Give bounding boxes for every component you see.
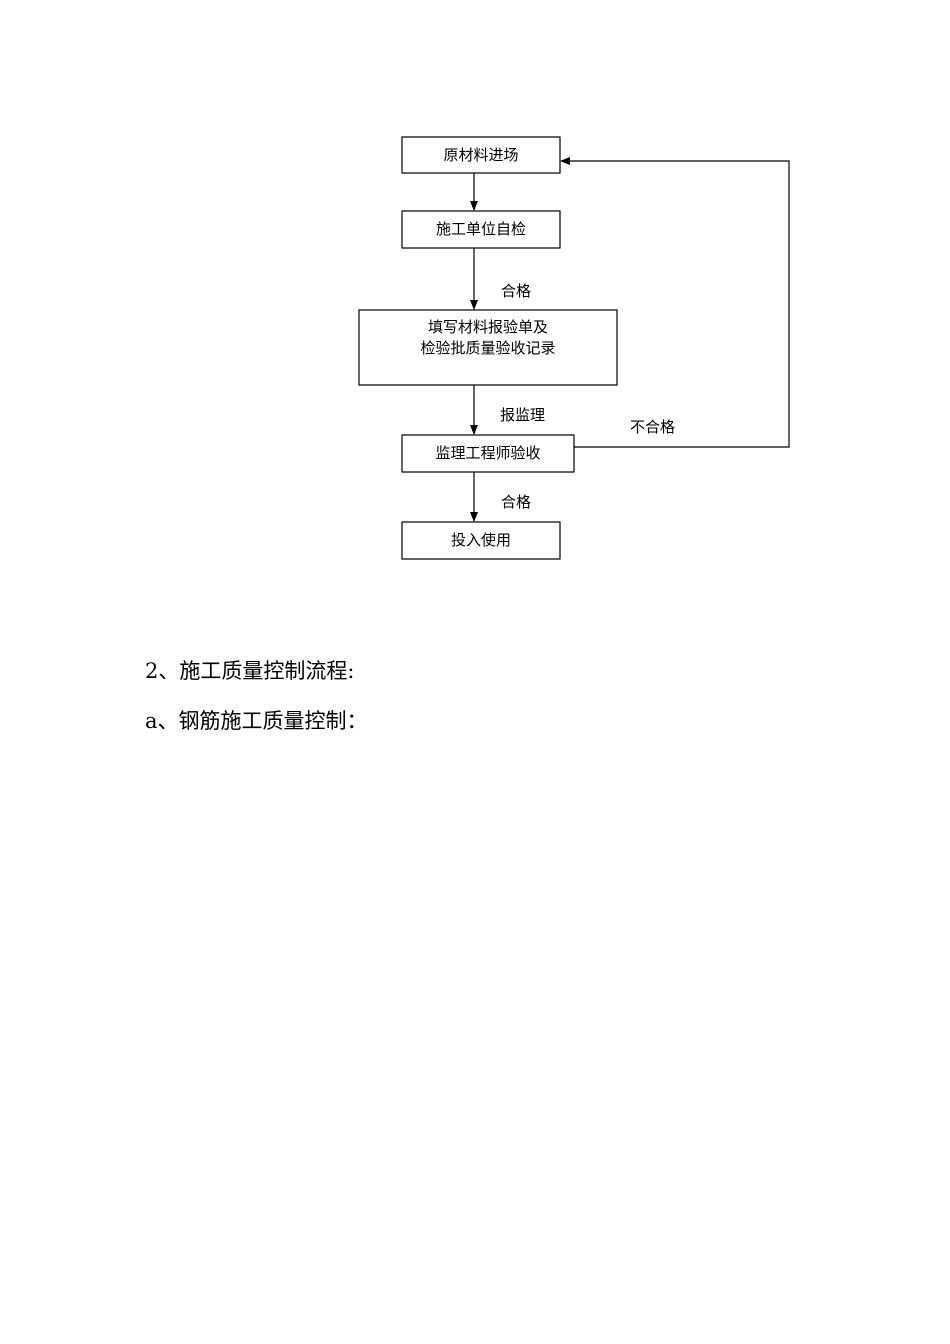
node-put-in-use: 投入使用 <box>401 521 561 560</box>
edge-label-report-supervision: 报监理 <box>500 406 545 424</box>
section-heading-construction-quality-flow: 2、施工质量控制流程: <box>145 659 355 683</box>
material-inspection-flowchart: 原材料进场 施工单位自检 合格 填写材料报验单及 检验批质量验收记录 报监理 监… <box>358 136 790 560</box>
node-supervisor-check: 监理工程师验收 <box>401 434 575 473</box>
node-supervisor-check-label: 监理工程师验收 <box>435 444 540 462</box>
edge-label-fail: 不合格 <box>630 418 675 436</box>
edge-label-pass-1: 合格 <box>501 282 531 300</box>
node-fill-form: 填写材料报验单及 检验批质量验收记录 <box>358 309 618 386</box>
node-fill-form-label-line2: 检验批质量验收记录 <box>420 339 555 357</box>
arrow-fail-loop <box>560 157 790 448</box>
subheading-rebar-quality-control: a、钢筋施工质量控制： <box>145 709 368 733</box>
node-self-check-label: 施工单位自检 <box>436 220 526 238</box>
node-raw-material-label: 原材料进场 <box>443 146 518 164</box>
node-fill-form-label-line1: 填写材料报验单及 <box>428 318 548 336</box>
node-raw-material: 原材料进场 <box>401 136 561 174</box>
node-self-check: 施工单位自检 <box>401 210 561 249</box>
edge-label-pass-2: 合格 <box>501 493 531 511</box>
node-put-in-use-label: 投入使用 <box>451 531 511 549</box>
